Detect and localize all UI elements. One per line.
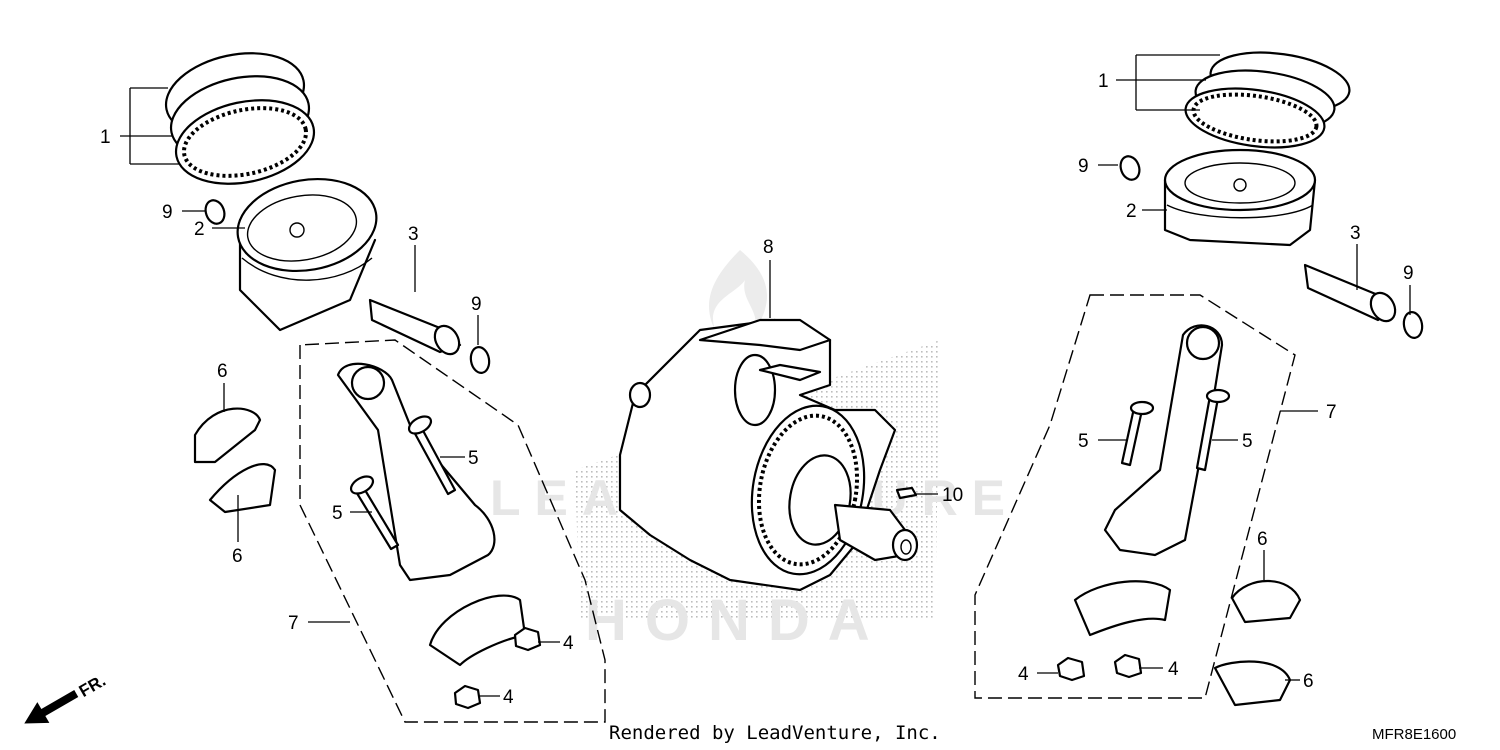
callout-7: 7 bbox=[288, 613, 299, 634]
callout-2: 2 bbox=[194, 219, 205, 240]
callout-6: 6 bbox=[217, 361, 228, 382]
front-indicator: FR. bbox=[24, 671, 109, 724]
bearing-shells-left bbox=[193, 407, 277, 514]
callout-6: 6 bbox=[1257, 529, 1268, 550]
watermark-brand-text: HONDA bbox=[585, 588, 888, 653]
piston-pin-left bbox=[368, 298, 462, 356]
rod-bolts-left bbox=[349, 415, 457, 551]
rod-nuts-right bbox=[1056, 653, 1143, 682]
connecting-rod-right bbox=[1073, 324, 1224, 637]
callout-4: 4 bbox=[563, 633, 574, 654]
piston-left bbox=[236, 177, 378, 332]
connecting-rod-left bbox=[336, 362, 527, 667]
callout-9: 9 bbox=[471, 294, 482, 315]
rod-assembly-outline-right bbox=[974, 294, 1296, 699]
bearing-shells-right bbox=[1213, 579, 1302, 707]
callout-4: 4 bbox=[1018, 664, 1029, 685]
callout-5: 5 bbox=[1078, 431, 1089, 452]
callout-5: 5 bbox=[468, 448, 479, 469]
callout-9: 9 bbox=[1078, 156, 1089, 177]
rendered-by-credit: Rendered by LeadVenture, Inc. bbox=[609, 722, 941, 744]
diagram-code: MFR8E1600 bbox=[1372, 726, 1456, 743]
callout-6: 6 bbox=[1303, 671, 1314, 692]
piston-right bbox=[1163, 148, 1317, 247]
callout-9: 9 bbox=[1403, 263, 1414, 284]
piston-pin-clip-right-a bbox=[1119, 155, 1141, 181]
callout-10: 10 bbox=[942, 485, 963, 506]
callout-3: 3 bbox=[408, 224, 419, 245]
rod-assembly-outline-left bbox=[299, 339, 606, 723]
front-arrow-icon bbox=[24, 690, 79, 724]
crankshaft bbox=[618, 318, 919, 592]
rod-nuts-left bbox=[453, 626, 542, 710]
callout-7: 7 bbox=[1326, 402, 1337, 423]
callout-1: 1 bbox=[1098, 71, 1109, 92]
piston-pin-right bbox=[1303, 263, 1397, 323]
callout-5: 5 bbox=[1242, 431, 1253, 452]
callout-6: 6 bbox=[232, 546, 243, 567]
piston-rings-left bbox=[164, 52, 316, 185]
piston-rings-right bbox=[1184, 51, 1351, 149]
callout-9: 9 bbox=[162, 202, 173, 223]
watermark-flame-logo bbox=[709, 250, 767, 330]
callout-1: 1 bbox=[100, 127, 111, 148]
piston-pin-clip-left-b bbox=[469, 346, 491, 374]
callout-2: 2 bbox=[1126, 201, 1137, 222]
callout-numbers: 1 9 2 3 9 6 5 5 6 7 4 4 8 10 1 9 2 3 9 7… bbox=[100, 71, 1414, 708]
woodruff-key bbox=[895, 486, 918, 500]
leader-lines bbox=[120, 54, 1411, 697]
piston-pin-clip-left-a bbox=[204, 199, 226, 225]
piston-pin-clip-right-b bbox=[1402, 311, 1424, 339]
front-indicator-label: FR. bbox=[76, 671, 109, 701]
callout-3: 3 bbox=[1350, 223, 1361, 244]
callout-4: 4 bbox=[1168, 659, 1179, 680]
callout-5: 5 bbox=[332, 503, 343, 524]
callout-4: 4 bbox=[503, 687, 514, 708]
callout-8: 8 bbox=[763, 237, 774, 258]
rod-bolts-right bbox=[1120, 388, 1231, 472]
